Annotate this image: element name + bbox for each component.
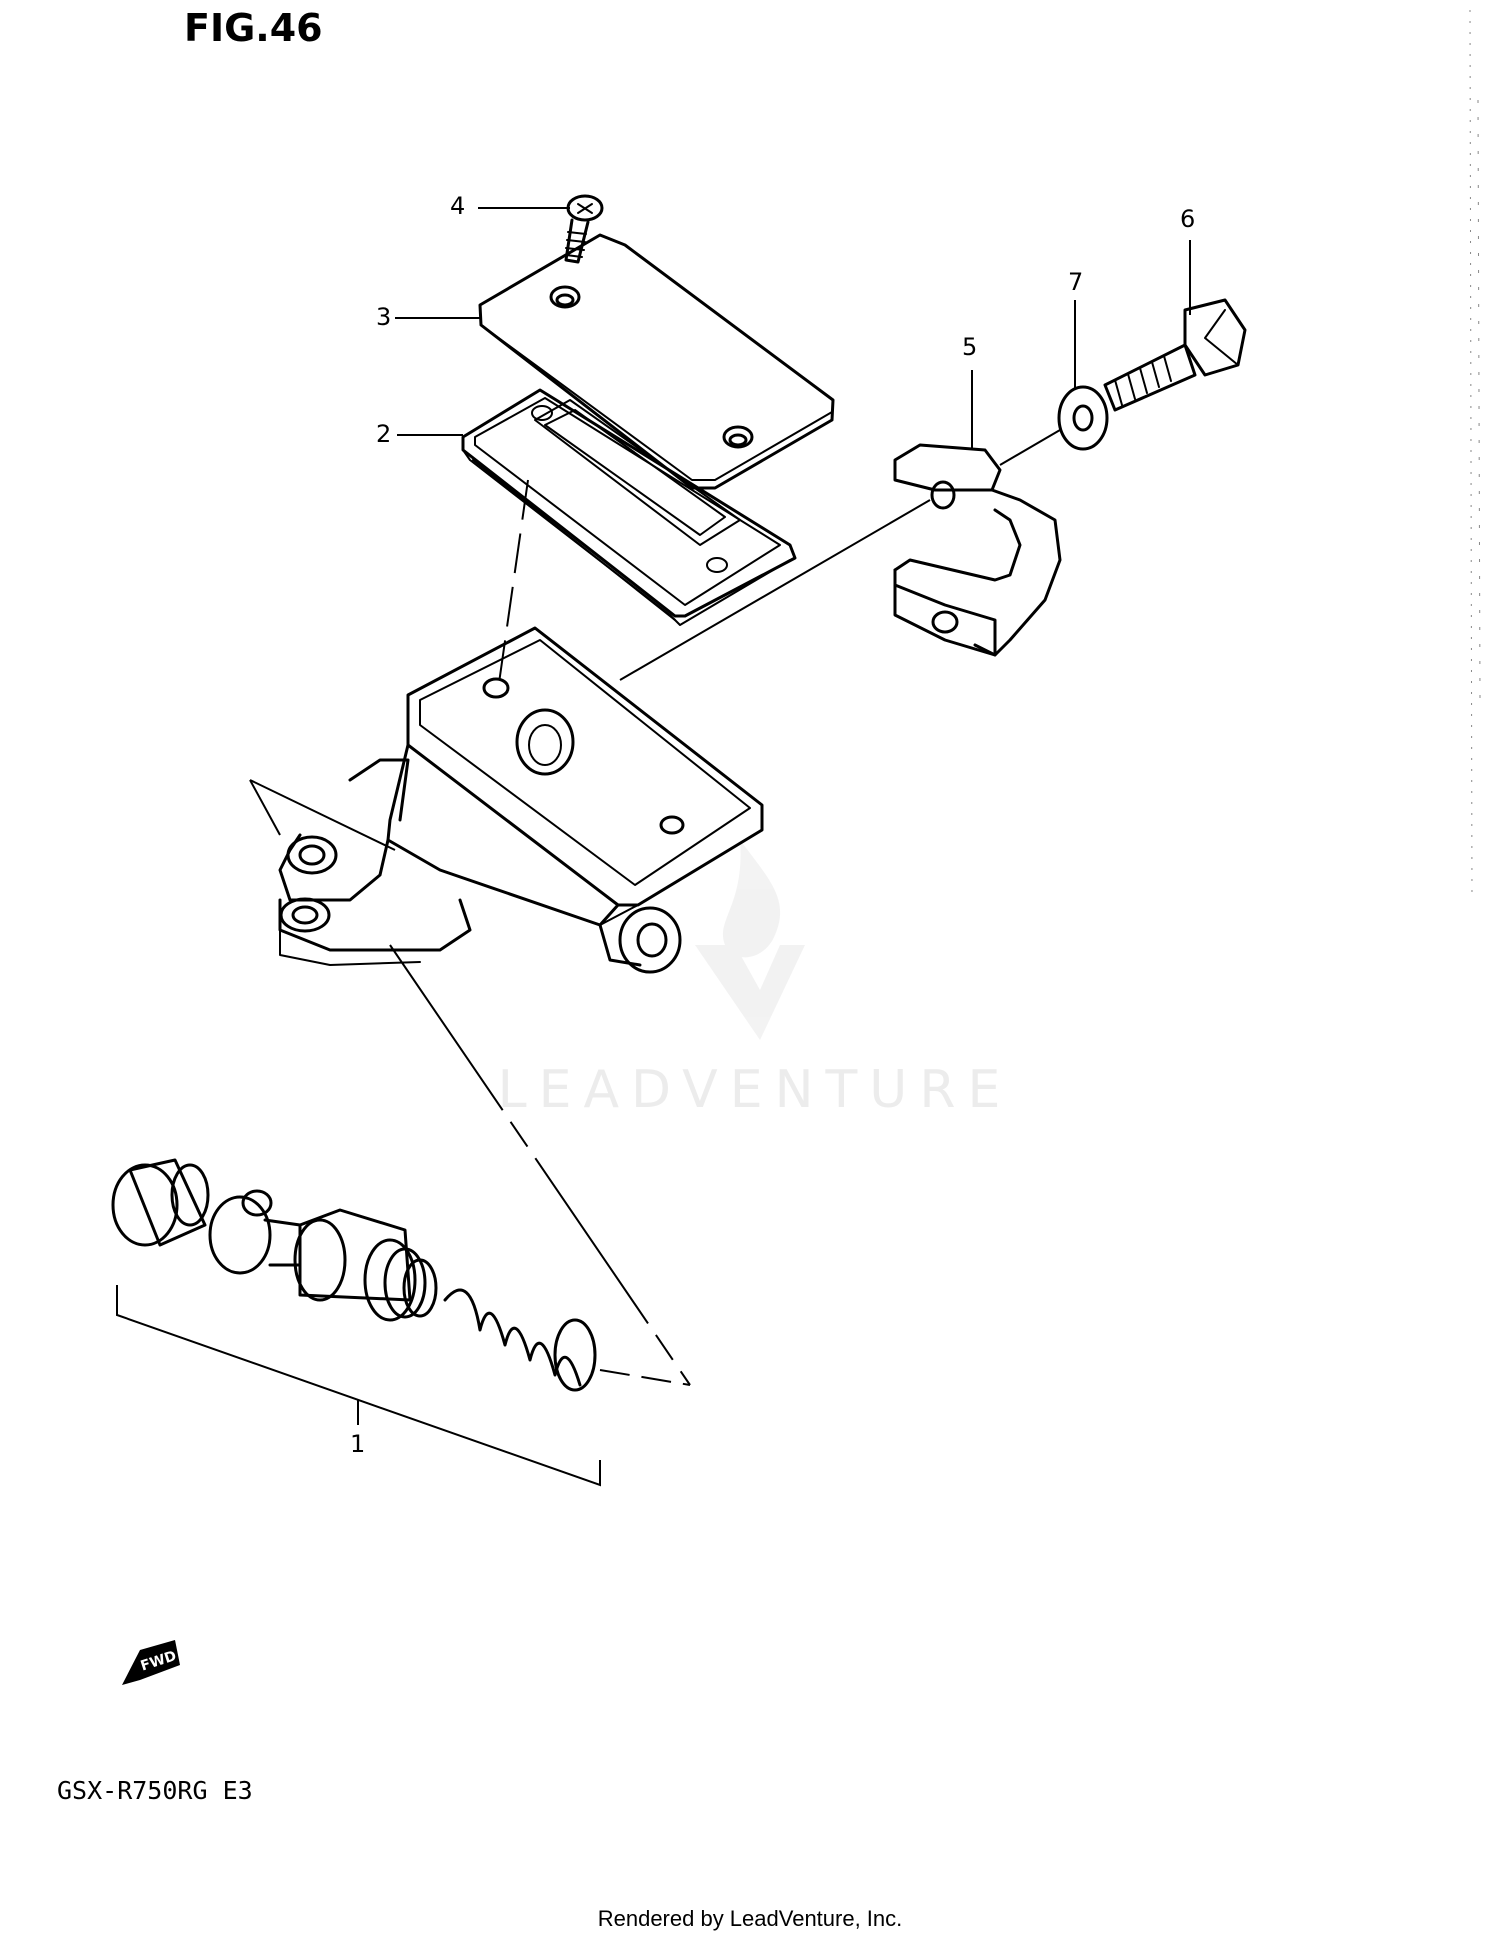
bolt-part [1103,298,1247,412]
diaphragm-part [461,388,797,626]
scan-edge-noise [1469,9,1481,901]
callout-5: 5 [962,333,977,361]
reservoir-cap-part [478,233,835,490]
forward-direction-badge: FWD [122,1640,180,1685]
leadventure-watermark-logo [695,840,805,1040]
washer-part [1057,385,1109,451]
callout-1: 1 [350,1430,365,1458]
master-cylinder-body [278,626,764,974]
footer-text: Rendered by LeadVenture, Inc. [597,1906,903,1931]
callout-labels: 4 3 2 5 7 6 1 [350,192,1195,1458]
leader-lines [116,207,1191,1487]
model-code: GSX-R750RG E3 [57,1776,253,1805]
footer-credit: Rendered by LeadVenture, Inc. [0,1906,1500,1932]
callout-2: 2 [376,420,391,448]
watermark-text: LEADVENTURE [497,1060,1013,1120]
callout-7: 7 [1068,268,1083,296]
figure-title: FIG.46 [184,6,323,50]
callout-6: 6 [1180,205,1195,233]
callout-3: 3 [376,303,391,331]
holder-clamp-part [893,443,1062,657]
callout-4: 4 [450,192,465,220]
piston-kit-part [111,1158,597,1392]
